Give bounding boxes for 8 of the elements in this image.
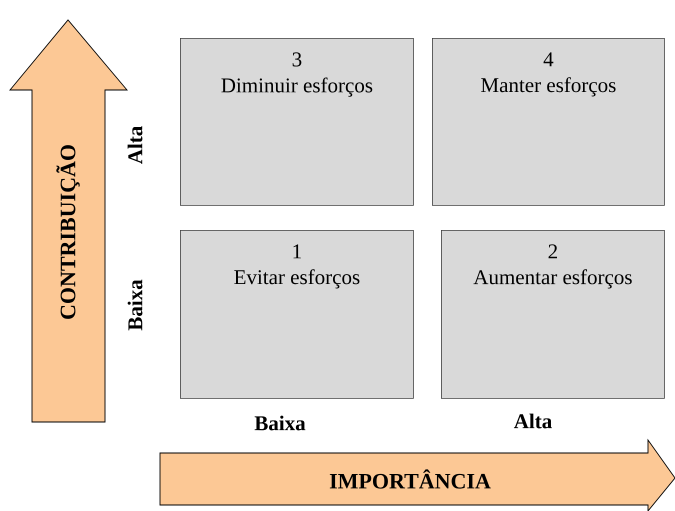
axis-label: Baixa	[128, 280, 142, 330]
axis-label: Baixa	[254, 416, 306, 430]
axis-label: Alta	[128, 126, 142, 164]
axis-label: Alta	[514, 414, 552, 428]
quadrant-box: 3 Diminuir esforços	[180, 38, 414, 206]
quadrant-box: 4 Manter esforços	[432, 38, 665, 206]
quadrant-box: 2 Aumentar esforços	[441, 230, 665, 399]
quadrant-box: 1 Evitar esforços	[180, 230, 414, 399]
